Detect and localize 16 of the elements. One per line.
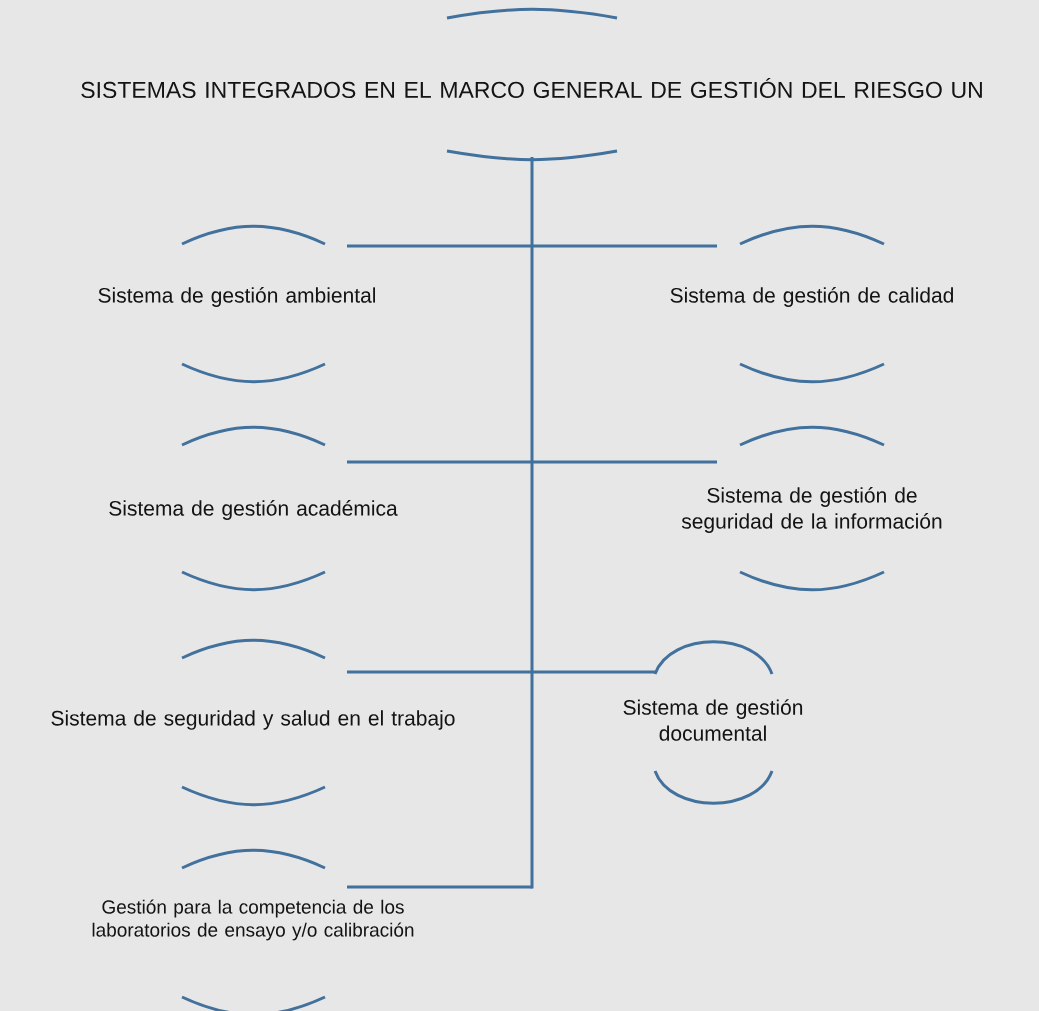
bracket-box: Gestión para la competencia de los laboratorios de ensayo y/o calibración	[92, 848, 414, 1011]
branch-line	[347, 460, 532, 464]
branch-line	[532, 670, 655, 674]
bracket-box: Sistema de gestión documental	[623, 640, 803, 805]
bracket-box: Sistema de gestión de calidad	[670, 224, 953, 384]
bracket-box: Sistema de gestión académica	[109, 425, 398, 592]
branch-line	[532, 460, 717, 464]
branch-line	[532, 244, 717, 248]
bracket-box: SISTEMAS INTEGRADOS EN EL MARCO GENERAL DE GESTIÓN DEL RIESGO UN	[81, 7, 982, 162]
branch-line	[347, 670, 532, 674]
bracket-box: Sistema de gestión de seguridad de la información	[681, 425, 942, 592]
trunk-line	[530, 157, 534, 889]
branch-line	[347, 885, 532, 889]
branch-line	[347, 244, 532, 248]
bracket-box: Sistema de gestión ambiental	[98, 224, 376, 384]
bracket-box: Sistema de seguridad y salud en el trabajo	[51, 638, 455, 807]
